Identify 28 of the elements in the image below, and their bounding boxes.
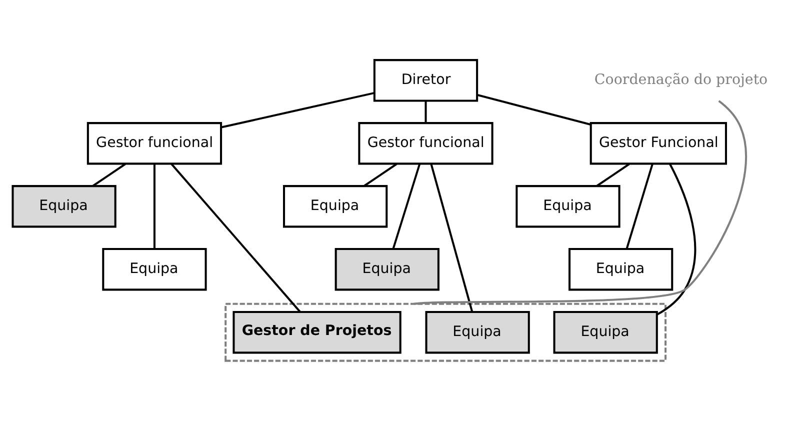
connector: [92, 163, 126, 187]
connector: [153, 164, 156, 249]
node-box: Equipa: [12, 185, 116, 228]
node-box: Equipa: [334, 248, 440, 291]
node-box: Gestor Funcional: [590, 122, 727, 165]
connector: [170, 163, 301, 313]
node-box: Gestor funcional: [86, 122, 222, 165]
cluster: [224, 302, 667, 362]
connector: [430, 164, 474, 312]
connector: [364, 163, 398, 187]
node-box: Gestor funcional: [358, 122, 494, 165]
node-box: Equipa: [568, 248, 674, 291]
connector: [656, 163, 696, 316]
connector: [476, 94, 591, 126]
node-box: Equipa: [425, 311, 530, 354]
node-text: Coordenação do projeto: [594, 72, 768, 88]
node-box: Gestor de Projetos: [232, 311, 402, 354]
connector: [626, 163, 654, 249]
node-box: Equipa: [283, 185, 388, 228]
node-box: Diretor: [373, 59, 478, 102]
node-box: Equipa: [516, 185, 620, 228]
connector: [596, 163, 630, 187]
connector: [413, 100, 747, 305]
node-box: Equipa: [553, 311, 658, 354]
connector: [424, 101, 427, 123]
node-box: Equipa: [102, 248, 207, 291]
connector: [392, 163, 421, 250]
connector: [221, 92, 375, 128]
